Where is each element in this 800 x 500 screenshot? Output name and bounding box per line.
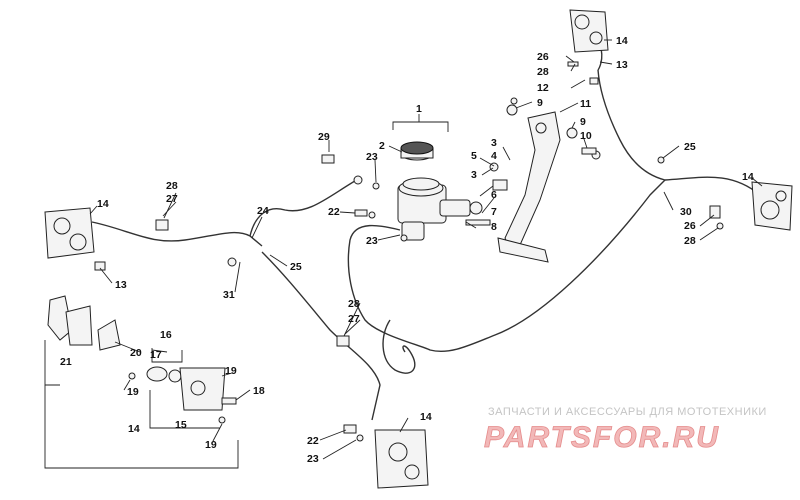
callout-17: 17 bbox=[150, 349, 162, 361]
callout-9: 9 bbox=[580, 116, 586, 128]
callout-1: 1 bbox=[416, 103, 422, 115]
callout-28: 28 bbox=[348, 298, 360, 310]
callout-26: 26 bbox=[684, 220, 696, 232]
callout-14: 14 bbox=[616, 35, 628, 47]
callout-25: 25 bbox=[684, 141, 696, 153]
callout-14: 14 bbox=[128, 423, 140, 435]
callout-19: 19 bbox=[205, 439, 217, 451]
caliper-bottom bbox=[374, 429, 429, 489]
callout-28: 28 bbox=[684, 235, 696, 247]
callout-3: 3 bbox=[471, 169, 477, 181]
callout-numbers: 1 2 23 29 22 23 3 5 4 3 6 7 8 26 28 12 9… bbox=[60, 35, 754, 465]
callout-28: 28 bbox=[166, 180, 178, 192]
callout-15: 15 bbox=[175, 419, 187, 431]
callout-6: 6 bbox=[491, 189, 497, 201]
callout-31: 31 bbox=[223, 289, 235, 301]
callout-19: 19 bbox=[127, 386, 139, 398]
brake-hoses bbox=[91, 44, 761, 421]
callout-7: 7 bbox=[491, 206, 497, 218]
callout-16: 16 bbox=[160, 329, 172, 341]
brake-pedal bbox=[497, 111, 561, 263]
caliper-upper-right bbox=[569, 9, 609, 53]
callout-5: 5 bbox=[471, 150, 477, 162]
callout-14: 14 bbox=[742, 171, 754, 183]
master-cylinder-assembly bbox=[397, 141, 483, 241]
watermark: ЗАПЧАСТИ И АКСЕССУАРЫ ДЛЯ МОТОТЕХНИКИ PA… bbox=[484, 406, 767, 454]
callout-30: 30 bbox=[680, 206, 692, 218]
callout-13: 13 bbox=[616, 59, 628, 71]
callout-19: 19 bbox=[225, 365, 237, 377]
watermark-caption: ЗАПЧАСТИ И АКСЕССУАРЫ ДЛЯ МОТОТЕХНИКИ bbox=[488, 406, 767, 418]
callout-20: 20 bbox=[130, 347, 142, 359]
callout-14: 14 bbox=[420, 411, 432, 423]
callout-4: 4 bbox=[491, 150, 497, 162]
exploded-caliper-parts bbox=[47, 295, 237, 424]
callout-9: 9 bbox=[537, 97, 543, 109]
callout-18: 18 bbox=[253, 385, 265, 397]
small-hardware bbox=[94, 61, 724, 442]
callout-14: 14 bbox=[97, 198, 109, 210]
callout-8: 8 bbox=[491, 221, 497, 233]
callout-24: 24 bbox=[257, 205, 269, 217]
callout-13: 13 bbox=[115, 279, 127, 291]
watermark-logo: PARTSFOR.RU bbox=[484, 421, 720, 454]
callout-22: 22 bbox=[307, 435, 319, 447]
callout-22: 22 bbox=[328, 206, 340, 218]
callout-21: 21 bbox=[60, 356, 72, 368]
callout-26: 26 bbox=[537, 51, 549, 63]
callout-29: 29 bbox=[318, 131, 330, 143]
callout-23: 23 bbox=[366, 151, 378, 163]
callout-28: 28 bbox=[537, 66, 549, 78]
callout-3: 3 bbox=[491, 137, 497, 149]
callout-23: 23 bbox=[366, 235, 378, 247]
callout-27: 27 bbox=[166, 193, 178, 205]
callout-12: 12 bbox=[537, 82, 549, 94]
callout-23: 23 bbox=[307, 453, 319, 465]
leader-lines bbox=[44, 39, 763, 469]
callout-11: 11 bbox=[580, 98, 591, 110]
caliper-right bbox=[751, 181, 793, 231]
callout-2: 2 bbox=[379, 140, 385, 152]
callout-10: 10 bbox=[580, 130, 592, 142]
callout-25: 25 bbox=[290, 261, 302, 273]
caliper-left bbox=[44, 207, 95, 259]
callout-27: 27 bbox=[348, 313, 360, 325]
